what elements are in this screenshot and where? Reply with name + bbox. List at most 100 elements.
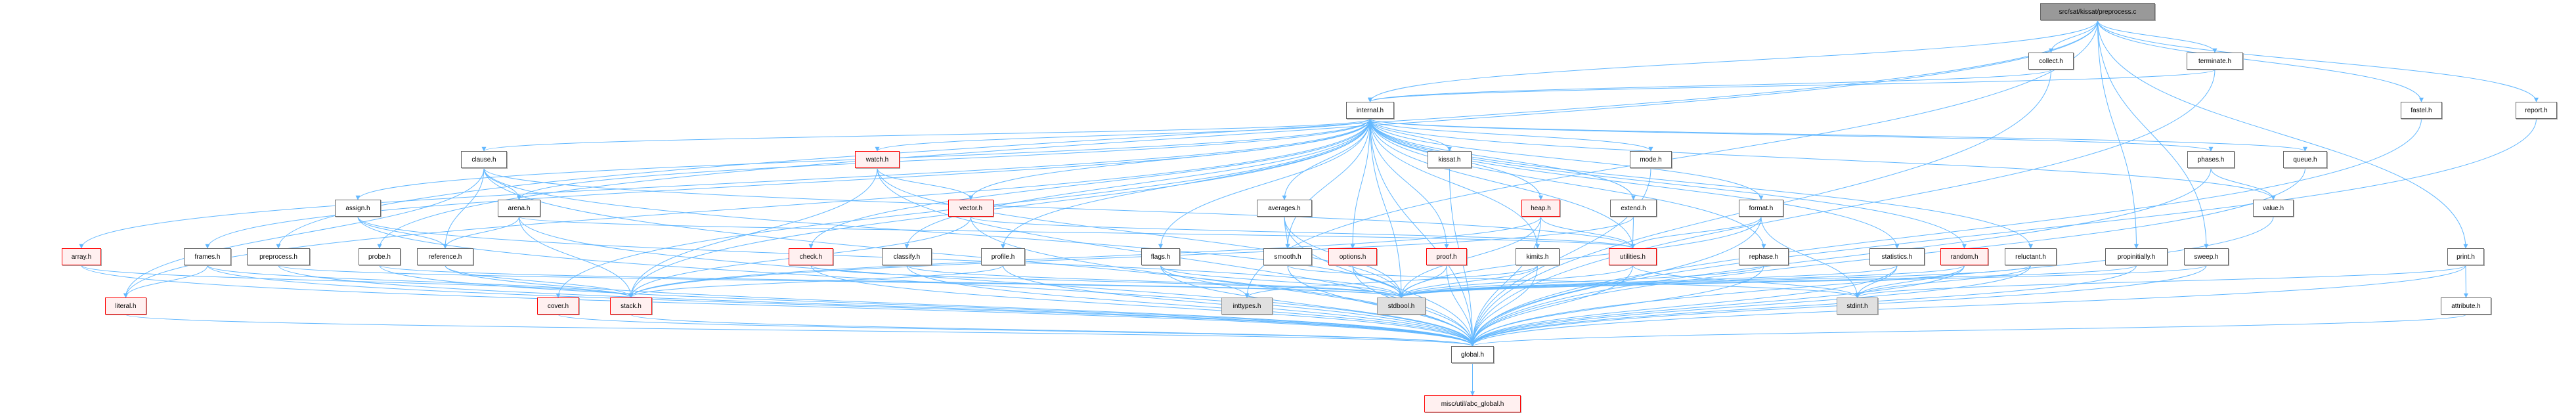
edge-kimits-to-inttypes	[1244, 265, 1538, 298]
edge-proof-to-global	[1446, 265, 1475, 347]
edge-reluctant-to-stdbool	[1399, 265, 2031, 298]
edge-internal-to-clause	[481, 118, 1370, 152]
node-literal[interactable]: literal.h	[105, 297, 146, 315]
node-reference[interactable]: reference.h	[417, 248, 473, 265]
edge-frames-to-stack	[207, 265, 634, 298]
node-sweep[interactable]: sweep.h	[2184, 248, 2229, 265]
edge-internal-to-array	[79, 118, 1370, 249]
edge-internal-to-flags	[1158, 118, 1370, 249]
node-array[interactable]: array.h	[62, 248, 101, 265]
node-attribute[interactable]: attribute.h	[2441, 297, 2491, 315]
edge-root-to-collect	[2049, 20, 2098, 53]
node-arena[interactable]: arena.h	[498, 200, 540, 217]
edge-fastel-to-global	[1470, 118, 2422, 347]
node-queue[interactable]: queue.h	[2283, 151, 2327, 168]
node-abc-global[interactable]: misc/util/abc_global.h	[1424, 395, 1521, 412]
node-stdint[interactable]: stdint.h	[1837, 297, 1878, 315]
edge-averages-to-global	[1284, 216, 1475, 347]
node-stack[interactable]: stack.h	[610, 297, 652, 315]
edge-array-to-global	[81, 265, 1475, 347]
node-root[interactable]: src/sat/kissat/preprocess.c	[2040, 3, 2155, 20]
edge-assign-to-global	[357, 216, 1475, 347]
node-preprocess-h[interactable]: preprocess.h	[247, 248, 310, 265]
edge-check-to-global	[810, 265, 1475, 347]
node-kissat[interactable]: kissat.h	[1428, 151, 1472, 168]
edge-reference-to-global	[445, 265, 1475, 347]
node-flags[interactable]: flags.h	[1141, 248, 1180, 265]
edge-assign-to-reference	[357, 216, 448, 249]
node-vector[interactable]: vector.h	[948, 200, 993, 217]
node-cover[interactable]: cover.h	[537, 297, 579, 315]
node-value[interactable]: value.h	[2253, 200, 2294, 217]
node-smooth[interactable]: smooth.h	[1263, 248, 1312, 265]
edge-clause-to-global	[483, 167, 1475, 347]
node-format[interactable]: format.h	[1739, 200, 1783, 217]
edge-format-to-stdbool	[1399, 216, 1762, 298]
node-options[interactable]: options.h	[1328, 248, 1377, 265]
node-internal[interactable]: internal.h	[1346, 102, 1394, 119]
node-clause[interactable]: clause.h	[461, 151, 507, 168]
node-extend[interactable]: extend.h	[1610, 200, 1657, 217]
edge-clause-to-literal	[123, 167, 485, 298]
node-terminate[interactable]: terminate.h	[2187, 53, 2243, 70]
node-stdbool[interactable]: stdbool.h	[1377, 297, 1426, 315]
edge-terminate-to-global	[1470, 69, 2216, 347]
edge-heap-to-global	[1470, 216, 1541, 347]
node-averages[interactable]: averages.h	[1257, 200, 1312, 217]
edge-extend-to-utilities	[1630, 216, 1636, 249]
node-heap[interactable]: heap.h	[1521, 200, 1560, 217]
node-report[interactable]: report.h	[2516, 102, 2557, 119]
edge-random-to-global	[1470, 265, 1965, 347]
node-inttypes[interactable]: inttypes.h	[1221, 297, 1273, 315]
edge-report-to-global	[1470, 118, 2537, 347]
node-mode[interactable]: mode.h	[1630, 151, 1672, 168]
edge-internal-to-rephase	[1370, 118, 1766, 249]
node-kimits[interactable]: kimits.h	[1516, 248, 1560, 265]
edge-print-to-global	[1470, 265, 2466, 347]
edge-internal-to-arena	[517, 118, 1370, 200]
node-reluctant[interactable]: reluctant.h	[2005, 248, 2057, 265]
node-classify[interactable]: classify.h	[882, 248, 932, 265]
node-propinitially[interactable]: propinitially.h	[2105, 248, 2168, 265]
node-rephase[interactable]: rephase.h	[1739, 248, 1789, 265]
edge-value-to-global	[1470, 216, 2274, 347]
edge-reference-to-stack	[445, 265, 634, 298]
edge-internal-to-value	[1370, 118, 2276, 200]
node-proof[interactable]: proof.h	[1426, 248, 1467, 265]
node-profile[interactable]: profile.h	[981, 248, 1025, 265]
node-collect[interactable]: collect.h	[2028, 53, 2074, 70]
node-fastel[interactable]: fastel.h	[2401, 102, 2442, 119]
node-statistics[interactable]: statistics.h	[1869, 248, 1925, 265]
node-assign[interactable]: assign.h	[335, 200, 381, 217]
node-watch[interactable]: watch.h	[855, 151, 900, 168]
edge-sweep-to-stdbool	[1399, 265, 2207, 298]
edge-flags-to-global	[1160, 265, 1475, 347]
edge-heap-to-stdbool	[1399, 216, 1541, 298]
edge-root-to-probe	[377, 20, 2098, 249]
edge-stack-to-global	[630, 314, 1475, 347]
edge-frames-to-literal	[123, 265, 208, 298]
node-probe[interactable]: probe.h	[359, 248, 401, 265]
edge-reluctant-to-global	[1470, 265, 2031, 347]
edge-internal-to-random	[1370, 118, 1967, 249]
node-utilities[interactable]: utilities.h	[1609, 248, 1657, 265]
edge-internal-to-smooth	[1285, 118, 1370, 249]
edge-root-to-report	[2097, 20, 2539, 102]
edge-reluctant-to-stdint	[1855, 265, 2031, 298]
edge-clause-to-stdbool	[483, 167, 1404, 298]
edge-format-to-utilities	[1630, 216, 1762, 249]
edge-root-to-preprocess_h	[276, 20, 2098, 249]
node-phases[interactable]: phases.h	[2187, 151, 2235, 168]
node-global[interactable]: global.h	[1451, 346, 1494, 363]
edge-frames-to-global	[207, 265, 1475, 347]
node-random[interactable]: random.h	[1940, 248, 1988, 265]
edge-watch-to-stdbool	[877, 167, 1404, 298]
edge-internal-to-extend	[1370, 118, 1636, 200]
node-frames[interactable]: frames.h	[184, 248, 231, 265]
node-check[interactable]: check.h	[789, 248, 833, 265]
edge-watch-to-stack	[628, 167, 878, 298]
edge-root-to-terminate	[2097, 20, 2217, 53]
node-print[interactable]: print.h	[2447, 248, 2484, 265]
edge-collect-to-internal	[1368, 69, 2051, 102]
edge-internal-to-classify	[904, 118, 1370, 249]
